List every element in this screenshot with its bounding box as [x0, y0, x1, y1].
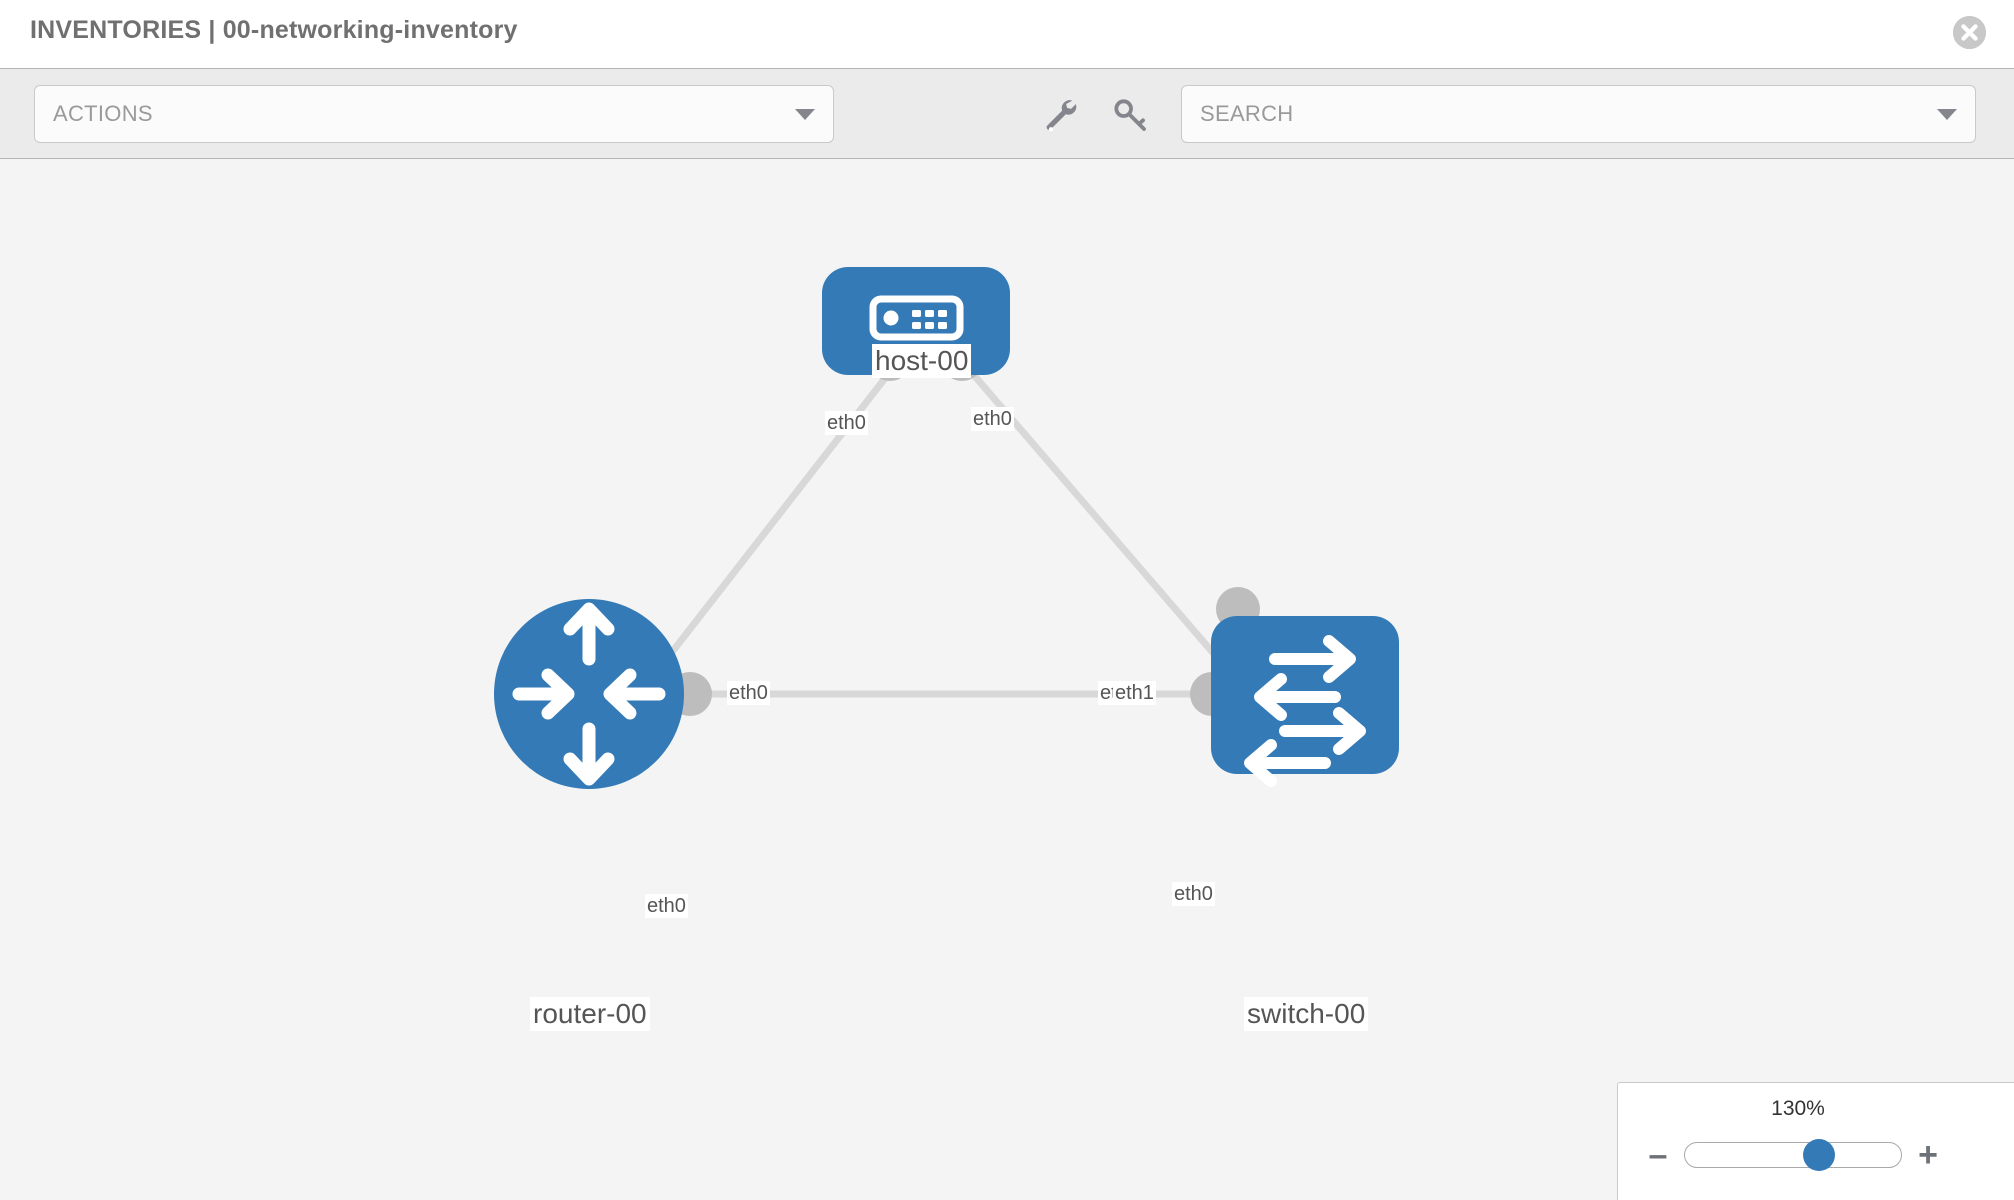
connectors [668, 337, 1260, 716]
edge-label-host-right: eth0 [971, 407, 1014, 431]
zoom-out-button[interactable]: – [1648, 1135, 1668, 1174]
node-label-switch-00: switch-00 [1244, 997, 1369, 1031]
zoom-control-panel: 130% – + [1617, 1082, 2014, 1200]
edges [617, 356, 1273, 722]
zoom-slider-row: – + [1618, 1135, 1978, 1175]
edge-label-router-top: eth0 [645, 894, 688, 918]
zoom-slider-thumb[interactable] [1802, 1139, 1835, 1171]
edge-label-switch-left: eth1 [1113, 681, 1156, 705]
page-title: INVENTORIES | 00-networking-inventory [30, 16, 518, 44]
toolbar: ACTIONS SEARCH [0, 68, 2014, 159]
node-switch-00[interactable] [1211, 616, 1399, 787]
close-icon[interactable] [1953, 16, 1986, 49]
search-input-text: SEARCH [1200, 101, 1294, 126]
chevron-down-icon [795, 109, 815, 120]
topology-graph [494, 267, 1399, 789]
node-label-router-00: router-00 [530, 997, 650, 1031]
node-router-00[interactable] [494, 599, 684, 789]
edge-label-switch-top: eth0 [1172, 882, 1215, 906]
zoom-in-button[interactable]: + [1918, 1135, 1938, 1174]
node-label-host-00: host-00 [872, 344, 972, 378]
key-icon[interactable] [1110, 95, 1150, 135]
search-input[interactable]: SEARCH [1181, 85, 1976, 143]
edge-label-host-left: eth0 [825, 411, 868, 435]
chevron-down-icon [1937, 109, 1957, 120]
wrench-icon[interactable] [1042, 95, 1082, 135]
zoom-slider-track[interactable] [1684, 1139, 1902, 1171]
zoom-percent-label: 130% [1771, 1097, 1825, 1120]
topology-canvas[interactable]: eth0 eth0 eth0 eth0 eth0 eth0 eth1 host-… [0, 159, 2014, 1200]
actions-dropdown-label: ACTIONS [53, 101, 153, 126]
actions-dropdown[interactable]: ACTIONS [34, 85, 834, 143]
edge-label-router-right: eth0 [727, 681, 770, 705]
page-header: INVENTORIES | 00-networking-inventory [0, 0, 2014, 68]
